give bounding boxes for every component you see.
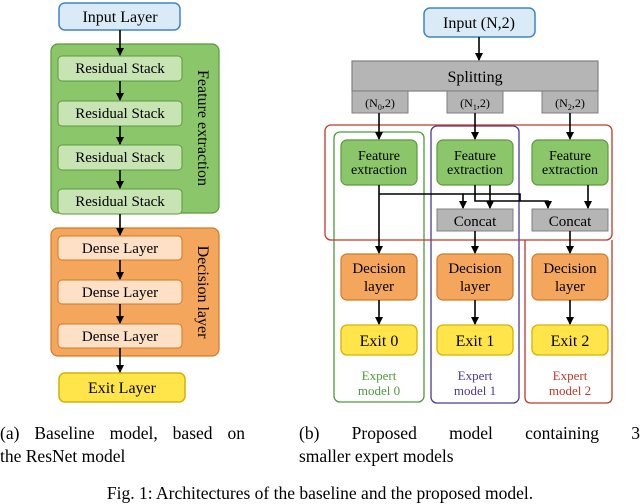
dense-layer-3-label: Dense Layer	[82, 329, 158, 345]
exit-1-box	[436, 324, 514, 356]
residual-stack-4-label: Residual Stack	[75, 194, 165, 210]
caption-a-line2: the ResNet model	[0, 446, 126, 466]
splitting-label: Splitting	[447, 69, 502, 86]
exit-layer-label: Exit Layer	[88, 380, 157, 397]
concat-2-label: Concat	[549, 214, 592, 230]
expert-model-2-lower-outline	[524, 240, 613, 404]
exit-layer-box	[58, 372, 186, 403]
expert-model-2-outline	[324, 124, 613, 241]
dense-layer-2-label: Dense Layer	[82, 285, 158, 301]
split-output-1-label: (N1,2)	[460, 96, 490, 112]
splitting-box	[351, 60, 599, 92]
exit-2-label: Exit 2	[551, 333, 590, 350]
input-layer-label: Input Layer	[82, 9, 158, 26]
residual-stack-2-label: Residual Stack	[75, 106, 165, 122]
exit-0-label: Exit 0	[360, 333, 399, 350]
caption-b-line1: (b) Proposed model containing 3	[299, 423, 640, 443]
concat-1-label: Concat	[454, 214, 497, 230]
residual-stack-1-label: Residual Stack	[75, 61, 165, 77]
exit-0-box	[340, 324, 418, 356]
split-output-0-label: (N0,2)	[365, 96, 395, 112]
dense-layer-1-label: Dense Layer	[82, 241, 158, 257]
split-output-0-box	[351, 90, 409, 114]
proposed-input-label: Input (N,2)	[443, 15, 515, 32]
proposed-arrows	[375, 37, 592, 325]
decision-layer-group-label: Decision layer	[194, 246, 211, 340]
caption-a-line1: (a) Baseline model, based on	[0, 423, 245, 443]
baseline-model: Input Layer Feature extraction Residual …	[50, 2, 220, 403]
figure-caption: Fig. 1: Architectures of the baseline an…	[106, 483, 534, 503]
residual-stack-3-label: Residual Stack	[75, 150, 165, 166]
proposed-model: Input (N,2) Splitting (N0,2) (N1,2) (N2,…	[324, 7, 613, 404]
split-output-2-label: (N2,2)	[555, 96, 585, 112]
exit-2-box	[531, 324, 609, 356]
caption-b-line2: smaller expert models	[299, 446, 454, 466]
exit-1-label: Exit 1	[456, 333, 495, 350]
feature-extraction-group-label: Feature extraction	[194, 70, 211, 186]
feature-extraction-2-box	[531, 139, 609, 186]
